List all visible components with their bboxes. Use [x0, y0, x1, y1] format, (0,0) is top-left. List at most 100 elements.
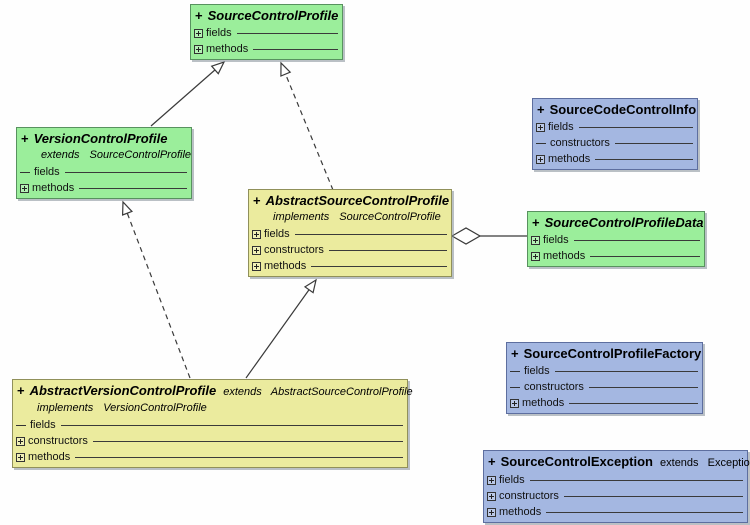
- expand-plus-icon[interactable]: [510, 398, 519, 408]
- member-label: fields: [499, 474, 525, 486]
- uml-class-sourcecontrolprofilefactory[interactable]: + SourceControlProfileFactory fields con…: [506, 342, 703, 414]
- generalization-versioncontrolprofile-to-sourcecontrolprofile[interactable]: [150, 60, 226, 127]
- expand-plus-icon[interactable]: [531, 235, 540, 245]
- no-expand-dash-icon: [536, 142, 546, 144]
- member-row-methods: methods: [533, 151, 697, 167]
- member-row-methods: methods: [191, 41, 342, 57]
- member-rule-line: [588, 386, 698, 388]
- expand-plus-icon[interactable]: [487, 475, 496, 485]
- expand-plus-icon[interactable]: [16, 436, 25, 446]
- member-row-constructors: constructors: [249, 242, 451, 258]
- uml-class-sourcecodecontrolinfo[interactable]: + SourceCodeControlInfo fields construct…: [532, 98, 698, 170]
- member-label: methods: [499, 506, 542, 518]
- implements-clause: implements VersionControlProfile: [13, 401, 407, 417]
- member-rule-line: [578, 126, 693, 128]
- class-name: SourceControlException: [500, 454, 654, 469]
- visibility-public: +: [195, 8, 203, 23]
- member-row-methods: methods: [507, 395, 702, 411]
- keyword-extends: extends: [41, 149, 80, 161]
- class-name: SourceControlProfileData: [544, 215, 704, 230]
- class-name: AbstractSourceControlProfile: [265, 193, 450, 208]
- uml-class-sourcecontrolprofiledata[interactable]: + SourceControlProfileData fields method…: [527, 211, 705, 267]
- member-rule-line: [253, 48, 338, 50]
- member-row-methods: methods: [13, 449, 407, 465]
- member-row-constructors: constructors: [507, 379, 702, 395]
- member-row-methods: methods: [528, 248, 704, 264]
- class-title: + SourceControlException extends Excepti…: [484, 452, 750, 472]
- class-name: AbstractVersionControlProfile: [29, 383, 217, 398]
- expand-plus-icon[interactable]: [16, 452, 25, 462]
- expand-plus-icon[interactable]: [487, 507, 496, 517]
- uml-class-abstractsourcecontrolprofile[interactable]: + AbstractSourceControlProfile implement…: [248, 189, 452, 277]
- expand-plus-icon[interactable]: [194, 28, 203, 38]
- member-rule-line: [573, 239, 700, 241]
- member-rule-line: [554, 370, 698, 372]
- member-row-constructors: constructors: [13, 433, 407, 449]
- expand-plus-icon[interactable]: [487, 491, 496, 501]
- member-label: methods: [32, 182, 75, 194]
- extends-clause: extends SourceControlProfile: [17, 148, 191, 164]
- uml-class-sourcecontrolprofile[interactable]: + SourceControlProfile fields methods: [190, 4, 343, 60]
- no-expand-dash-icon: [510, 370, 520, 372]
- member-rule-line: [79, 187, 187, 189]
- visibility-public: +: [511, 346, 519, 361]
- implements-clause: implements SourceControlProfile: [249, 210, 451, 226]
- member-rule-line: [92, 440, 403, 442]
- visibility-public: +: [17, 383, 25, 398]
- aggregation-diamond-icon: [450, 227, 482, 245]
- member-label: constructors: [550, 137, 610, 149]
- expand-plus-icon[interactable]: [531, 251, 540, 261]
- aggregation-abstractsourcecontrolprofile-to-sourcecontrolprofiledata[interactable]: [450, 227, 527, 245]
- supertype-name: Exception: [707, 457, 750, 469]
- member-rule-line: [595, 158, 693, 160]
- supertype-name: AbstractSourceControlProfile: [270, 386, 413, 398]
- expand-plus-icon[interactable]: [252, 229, 261, 239]
- supertype-name: SourceControlProfile: [89, 149, 192, 161]
- member-rule-line: [590, 255, 700, 257]
- class-title: + SourceControlProfileData: [528, 213, 704, 232]
- keyword-implements: implements: [273, 211, 330, 223]
- class-title: + SourceCodeControlInfo: [533, 100, 697, 119]
- member-rule-line: [328, 249, 447, 251]
- member-label: constructors: [28, 435, 88, 447]
- member-label: methods: [28, 451, 71, 463]
- member-label: methods: [548, 153, 591, 165]
- member-label: fields: [543, 234, 569, 246]
- class-title: + AbstractSourceControlProfile: [249, 191, 451, 210]
- member-label: constructors: [499, 490, 559, 502]
- extends-clause: extends AbstractSourceControlProfile: [223, 384, 412, 400]
- member-row-methods: methods: [484, 504, 747, 520]
- member-label: fields: [34, 166, 60, 178]
- keyword-implements: implements: [37, 402, 94, 414]
- uml-class-versioncontrolprofile[interactable]: + VersionControlProfile extends SourceCo…: [16, 127, 192, 199]
- class-title: + SourceControlProfileFactory: [507, 344, 702, 363]
- realization-abstractsourcecontrolprofile-to-sourcecontrolprofile[interactable]: [280, 61, 334, 191]
- realization-abstractversioncontrolprofile-to-versioncontrolprofile[interactable]: [121, 200, 191, 379]
- member-label: methods: [206, 43, 249, 55]
- member-rule-line: [563, 495, 743, 497]
- member-label: fields: [548, 121, 574, 133]
- class-name: SourceControlProfile: [207, 8, 339, 23]
- member-label: fields: [30, 419, 56, 431]
- expand-plus-icon[interactable]: [252, 261, 261, 271]
- expand-plus-icon[interactable]: [536, 154, 545, 164]
- member-rule-line: [236, 32, 338, 34]
- uml-class-sourcecontrolexception[interactable]: + SourceControlException extends Excepti…: [483, 450, 750, 523]
- expand-plus-icon[interactable]: [194, 44, 203, 54]
- keyword-extends: extends: [223, 386, 262, 398]
- class-name: SourceControlProfileFactory: [523, 346, 702, 361]
- expand-plus-icon[interactable]: [536, 122, 545, 132]
- expand-plus-icon[interactable]: [252, 245, 261, 255]
- extends-clause: extends Exception: [660, 455, 750, 471]
- member-rule-line: [529, 479, 743, 481]
- uml-class-abstractversioncontrolprofile[interactable]: + AbstractVersionControlProfile extends …: [12, 379, 413, 468]
- member-label: constructors: [524, 381, 584, 393]
- member-row-fields: fields: [17, 164, 191, 180]
- member-row-fields: fields: [533, 119, 697, 135]
- member-label: methods: [522, 397, 565, 409]
- no-expand-dash-icon: [16, 424, 26, 426]
- member-row-fields: fields: [249, 226, 451, 242]
- generalization-abstractversioncontrolprofile-to-abstractsourcecontrolprofile[interactable]: [245, 278, 317, 379]
- expand-plus-icon[interactable]: [20, 183, 29, 193]
